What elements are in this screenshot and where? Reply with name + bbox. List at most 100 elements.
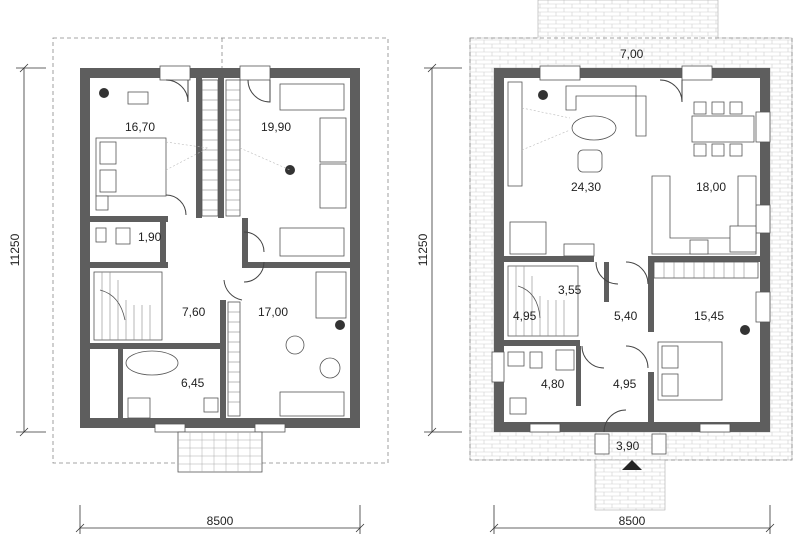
window [254,423,286,433]
bathtub [125,350,179,376]
interior-wall [118,349,123,418]
room-area-label: 7,60 [182,305,206,319]
interior-wall [576,346,581,406]
interior-wall [90,262,168,268]
fireplace [509,221,547,255]
plant [99,88,109,98]
room-area-label: 1,90 [138,230,162,244]
room-area-label: 4,95 [513,309,537,323]
room-area-label: 16,70 [125,120,155,134]
height-dimension-label: 11250 [416,233,430,266]
armchair [319,357,341,379]
room-area-label: 15,45 [694,309,724,323]
toilet [529,351,543,369]
sink [507,351,525,367]
window [681,65,713,81]
window [699,423,731,433]
interior-wall [648,262,654,332]
dimension-width: 8500 [75,505,365,534]
window [154,423,186,433]
room-area-label: 18,00 [696,180,726,194]
entrance-steps [177,431,263,473]
sink [203,397,219,413]
sofa [565,85,647,137]
plant [335,320,345,330]
room-area-label: 19,90 [261,120,291,134]
armchair [577,149,603,173]
dimension-height: 11250 [8,63,46,437]
door [165,79,189,103]
desk [319,163,347,209]
window [529,423,561,433]
shower [555,349,575,371]
plant [538,90,548,100]
single-bed [279,227,345,257]
tv-unit [507,81,523,187]
interior-wall [218,78,224,218]
interior-wall [504,340,580,346]
interior-wall [604,262,609,302]
stool [285,335,305,355]
interior-wall [648,256,760,262]
porch-pillar [651,433,667,455]
interior-wall [160,216,166,268]
door [247,79,271,103]
room-area-label: 5,40 [614,309,638,323]
nightstand [95,195,109,211]
plant [740,325,750,335]
wardrobe [227,301,241,417]
nightstand [127,91,149,105]
stove [689,239,709,255]
interior-wall [242,262,350,268]
window [159,65,191,81]
shower [127,397,151,419]
desk [319,117,347,163]
plant [285,165,295,175]
sink [95,227,107,243]
toilet [115,227,131,245]
interior-wall [196,78,202,218]
room-area-label: 17,00 [258,305,288,319]
window [539,65,581,81]
interior-wall [90,216,168,222]
interior-wall [504,256,594,262]
dining-table [691,115,755,143]
staircase [93,271,163,341]
room-area-label: 4,80 [541,377,565,391]
washing-machine [509,397,527,415]
width-dimension-label: 8500 [619,514,646,528]
sink [563,243,595,257]
room-area-label: 24,30 [571,180,601,194]
entrance-arrow-icon [622,460,642,470]
room-area-label: 3,55 [558,283,582,297]
window [755,291,771,323]
wardrobe [201,79,219,217]
porch-pillar [594,433,610,455]
interior-wall [648,372,654,422]
interior-wall [90,343,220,349]
height-dimension-label: 11250 [8,233,22,266]
wardrobe [225,79,241,217]
dimension-height: 11250 [416,63,462,437]
single-bed [279,83,345,111]
terrace-area-label: 7,00 [620,47,644,61]
porch-area-label: 3,90 [616,439,640,453]
window [491,351,505,383]
staircase [507,265,579,337]
interior-wall [220,300,226,418]
window [755,204,771,234]
window [239,65,271,81]
kitchen-island [729,225,757,253]
right-floor-plan: 7,00 24,30 18,00 3,55 4,95 5,40 15,45 4,… [416,0,793,534]
width-dimension-label: 8500 [207,514,234,528]
desk [315,271,347,319]
left-floor-plan: 16,70 19,90 1,90 7,60 17,00 6,45 8500 11… [8,37,389,534]
dimension-width: 8500 [489,505,775,534]
coffee-table [571,115,617,141]
single-bed [279,391,345,417]
wardrobe [653,261,759,279]
room-area-label: 6,45 [181,376,205,390]
interior-wall [242,218,248,268]
window [755,111,771,143]
